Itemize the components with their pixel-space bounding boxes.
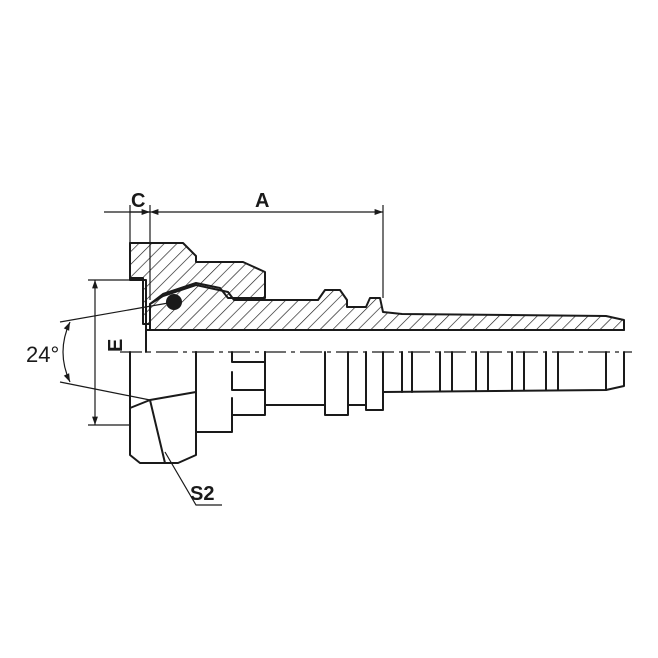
nut-boss-2 <box>231 371 266 391</box>
angle-arc <box>62 321 71 383</box>
hex-label: S2 <box>190 483 214 505</box>
angle-leg-upper <box>59 301 175 323</box>
nut-body-lower <box>195 351 233 433</box>
body-tail-section <box>149 284 625 331</box>
dim-c-label: C <box>131 190 145 212</box>
s2-leader <box>164 451 222 506</box>
body-lower <box>264 351 625 416</box>
nut-boss-1 <box>231 351 266 363</box>
angle-leg-lower <box>59 381 151 401</box>
nut-outline <box>129 351 197 464</box>
dim-e-label: E <box>105 339 127 352</box>
nut-face <box>129 242 147 353</box>
angle-label: 24° <box>26 342 59 367</box>
tail-barbs <box>401 351 607 393</box>
nut-boss-3 <box>231 397 266 416</box>
nut-section <box>129 242 266 325</box>
hex-flat-line <box>129 391 197 464</box>
dim-a-label: A <box>255 190 269 212</box>
